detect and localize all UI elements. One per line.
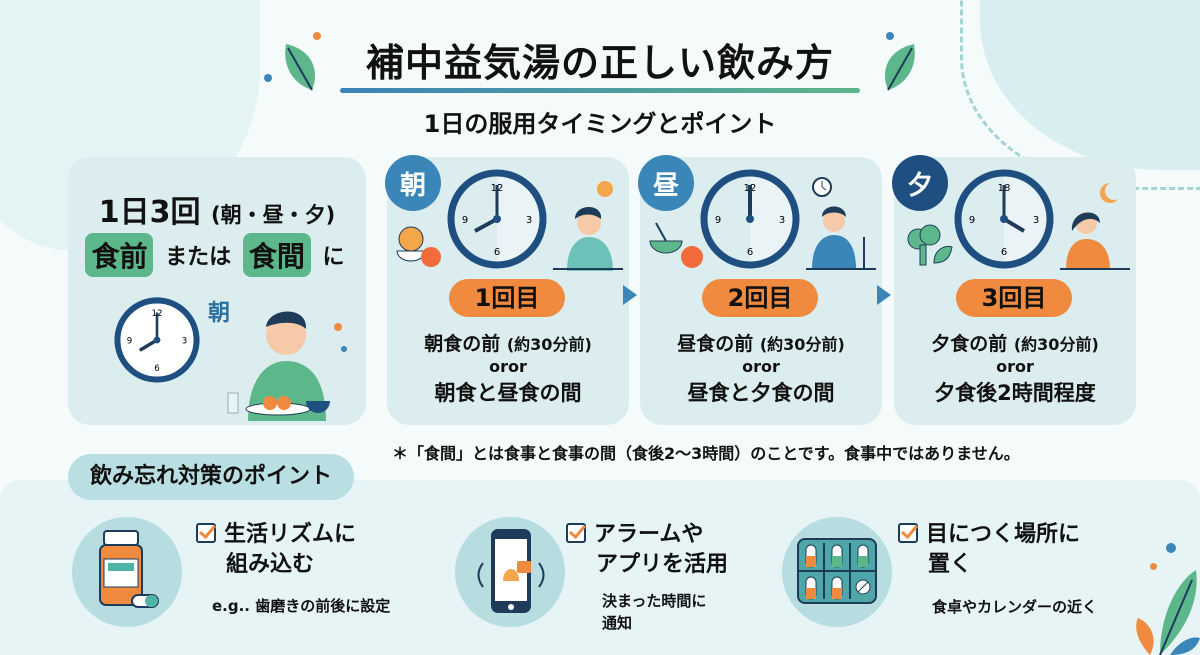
dose-1-before-meal: 朝食の前 (約30分前) [387, 329, 629, 356]
decorative-dot [886, 32, 894, 40]
highlight-before-meal: 食前 [85, 233, 154, 277]
dosage-frequency: 1日3回 (朝・昼・夕) [68, 187, 366, 231]
dose-1-minutes: (約30分前) [506, 335, 592, 354]
step-card-noon: 昼 12 3 6 9 2回目 昼食の前 (約30分前) oror 昼食と夕食の間 [638, 155, 882, 425]
svg-text:6: 6 [154, 364, 159, 374]
tip-3-title: 目につく場所に 置く [898, 520, 1080, 580]
dose-2-pill: 2回目 [702, 279, 818, 317]
svg-text:3: 3 [1033, 215, 1039, 226]
dose-3-minutes: (約30分前) [1013, 335, 1099, 354]
tip-1-title: 生活リズムに 組み込む [196, 520, 356, 580]
svg-text:6: 6 [494, 247, 500, 258]
dosage-count: 1日3回 [98, 195, 201, 230]
lunch-food-icon [649, 222, 703, 268]
step-card-morning: 朝 12 3 6 9 1回目 朝食の前 (約30分前) oror 朝食と昼食の間 [385, 155, 629, 425]
tip-2-title-line1: アラームや [594, 522, 704, 547]
broccoli-icon [907, 224, 953, 266]
dose-2-between-meals: 昼食と夕食の間 [687, 381, 835, 405]
clock-icon: 12 3 6 9 [447, 169, 547, 269]
dosage-times: (朝・昼・夕) [211, 203, 336, 227]
svg-text:6: 6 [747, 247, 753, 258]
tip-2-icon-circle [455, 517, 565, 627]
dose-3-pill: 3回目 [956, 279, 1072, 317]
svg-text:3: 3 [526, 215, 532, 226]
breakfast-food-icon [396, 226, 441, 267]
person-eating-illustration [227, 311, 347, 421]
tip-3-subtitle: 食卓やカレンダーの近く [932, 598, 1098, 616]
tip-2-title: アラームや アプリを活用 [566, 520, 728, 580]
morning-badge: 朝 [385, 155, 441, 211]
checkbox-icon [196, 523, 216, 543]
tip-1-icon-circle [72, 517, 182, 627]
tip-1-title-line1: 生活リズムに [224, 522, 357, 547]
dose-3-before-meal-text: 夕食の前 [931, 333, 1008, 355]
footnote: ＊「食間」とは食事と食事の間（食後2〜3時間）のことです。食事中ではありません。 [392, 444, 1020, 463]
tip-2-title-line2: アプリを活用 [596, 552, 729, 577]
dose-1-before-meal-text: 朝食の前 [424, 333, 501, 355]
tip-3-title-line2: 置く [928, 552, 973, 577]
svg-text:9: 9 [969, 215, 975, 226]
tip-1-title-line2: 組み込む [226, 552, 315, 577]
man-eating-illustration [806, 177, 876, 270]
clock-icon: 12 3 6 9 [700, 169, 800, 269]
title-underline [340, 88, 860, 93]
arrow-right-icon [877, 285, 891, 305]
decorative-dot [1150, 563, 1157, 570]
decorative-dot [313, 32, 321, 40]
page-subtitle: 1日の服用タイミングとポイント [423, 110, 777, 138]
summary-card: 1日3回 (朝・昼・夕) 食前 または 食間 に 12 3 6 9 朝 [68, 157, 366, 425]
dose-2-minutes: (約30分前) [759, 335, 845, 354]
woman-drinking-illustration [1060, 183, 1130, 270]
arrow-right-icon [623, 285, 637, 305]
tip-3-icon-circle [782, 517, 892, 627]
tips-header: 飲み忘れ対策のポイント [68, 454, 355, 500]
evening-badge: 夕 [892, 155, 948, 211]
suffix-text: に [322, 245, 345, 270]
svg-text:3: 3 [779, 215, 785, 226]
tip-2-subtitle-line2: 通知 [602, 614, 633, 632]
pill-case-icon [797, 538, 877, 604]
leaf-icon-right [885, 44, 915, 91]
svg-text:3: 3 [182, 336, 187, 346]
dose-2-before-meal-text: 昼食の前 [677, 333, 754, 355]
step-card-evening: 夕 18 3 6 9 3回目 夕食の前 (約30分前) oror 夕食後2時間程… [892, 155, 1136, 425]
noon-badge: 昼 [638, 155, 694, 211]
decorative-dot [264, 74, 272, 82]
svg-text:9: 9 [462, 215, 468, 226]
dose-3-after-meal: 夕食後2時間程度 [934, 381, 1096, 405]
tip-1-subtitle: e.g.. 歯磨きの前後に設定 [212, 597, 391, 615]
morning-label: 朝 [208, 301, 231, 326]
leaf-cluster-icon [1136, 570, 1200, 655]
svg-text:9: 9 [715, 215, 721, 226]
clock-icon: 12 3 6 9 [114, 297, 200, 383]
dose-2-or: oror [742, 357, 780, 376]
tip-2-subtitle: 決まった時間に 通知 [602, 590, 706, 634]
dose-3-or: oror [996, 357, 1034, 376]
highlight-between-meals: 食間 [242, 233, 311, 277]
svg-text:9: 9 [127, 336, 132, 346]
svg-text:6: 6 [1001, 247, 1007, 258]
medicine-bottle-icon [99, 530, 159, 608]
checkbox-icon [566, 523, 586, 543]
tip-3-title-line1: 目につく場所に [926, 522, 1081, 547]
leaf-icon-left [285, 44, 315, 91]
clock-icon: 18 3 6 9 [954, 169, 1054, 269]
dosage-timing: 食前 または 食間 に [68, 233, 366, 277]
dose-3-before-meal: 夕食の前 (約30分前) [894, 329, 1136, 356]
tips-panel [0, 480, 1200, 655]
checkbox-icon [898, 523, 918, 543]
decorative-dot [1166, 543, 1176, 553]
woman-eating-illustration [553, 181, 623, 271]
tip-2-subtitle-line1: 決まった時間に [602, 592, 707, 610]
dose-1-pill: 1回目 [449, 279, 565, 317]
dose-2-before-meal: 昼食の前 (約30分前) [640, 329, 882, 356]
phone-alarm-icon [477, 529, 545, 613]
page-title: 補中益気湯の正しい飲み方 [365, 41, 834, 85]
connector-text: または [165, 245, 232, 270]
dose-1-between-meals: 朝食と昼食の間 [434, 381, 582, 405]
dose-1-or: oror [489, 357, 527, 376]
